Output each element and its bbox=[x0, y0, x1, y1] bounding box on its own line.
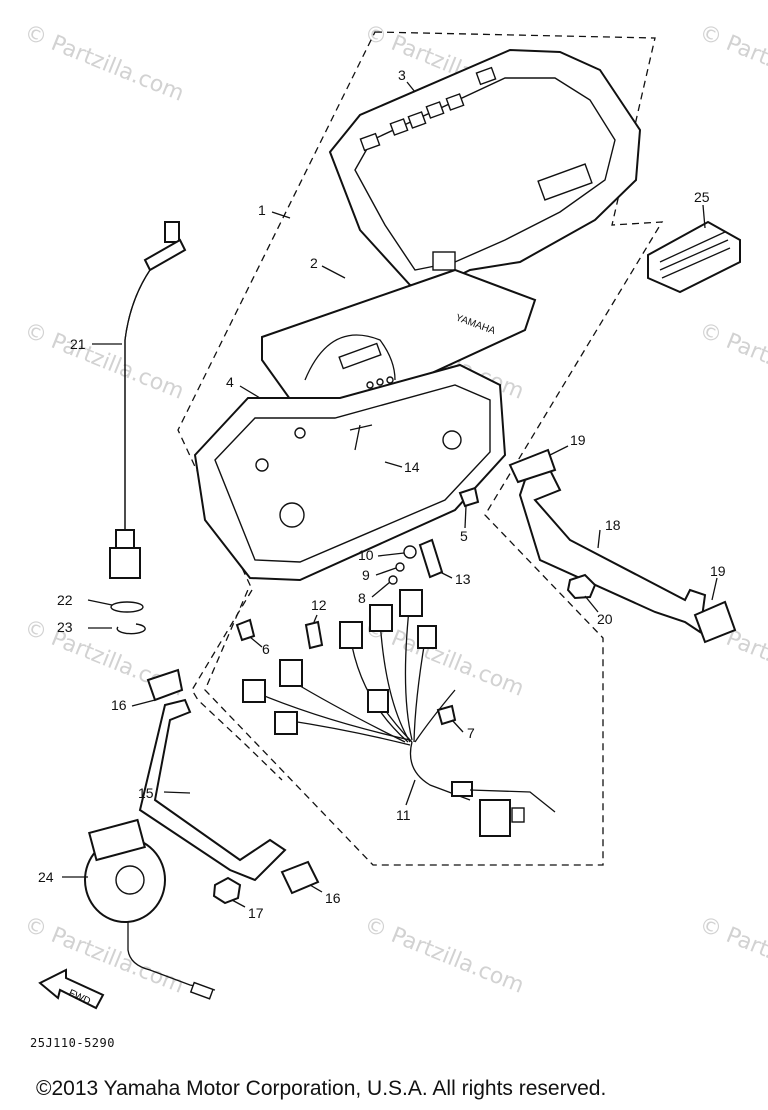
nut bbox=[212, 876, 242, 905]
wiring-harness bbox=[242, 589, 556, 837]
callout-8: 8 bbox=[358, 590, 366, 606]
callout-7: 7 bbox=[467, 725, 475, 741]
nut bbox=[566, 573, 597, 600]
callout-24: 24 bbox=[38, 869, 54, 885]
callout-12: 12 bbox=[311, 597, 327, 613]
circlip bbox=[116, 623, 146, 635]
leader-lines bbox=[62, 81, 718, 908]
left-bracket bbox=[138, 698, 287, 882]
terminal-bracket bbox=[418, 538, 444, 579]
callout-4: 4 bbox=[226, 374, 234, 390]
screw bbox=[458, 486, 480, 508]
callout-21: 21 bbox=[70, 336, 86, 352]
callout-11: 11 bbox=[396, 807, 411, 823]
callout-22: 22 bbox=[57, 592, 73, 608]
callout-20: 20 bbox=[597, 611, 613, 627]
buzzer-unit bbox=[84, 818, 216, 1000]
callout-17: 17 bbox=[248, 905, 264, 921]
washer bbox=[403, 545, 417, 559]
bulb bbox=[304, 620, 324, 650]
callout-14: 14 bbox=[404, 459, 420, 475]
meter-face-panel: YAMAHA bbox=[261, 268, 537, 421]
forward-direction-arrow: FWD bbox=[38, 968, 105, 1010]
assembly-outline-left bbox=[191, 589, 283, 781]
screw bbox=[235, 618, 256, 642]
callout-5: 5 bbox=[460, 528, 468, 544]
callout-3: 3 bbox=[398, 67, 406, 83]
callout-9: 9 bbox=[362, 567, 370, 583]
diagram-code: 25J110-5290 bbox=[30, 1036, 115, 1050]
meter-case-top bbox=[328, 48, 642, 292]
callout-16a: 16 bbox=[111, 697, 127, 713]
washer bbox=[388, 575, 398, 585]
callout-19a: 19 bbox=[570, 432, 586, 448]
callout-2: 2 bbox=[310, 255, 318, 271]
damper-rubber bbox=[146, 668, 184, 702]
callout-23: 23 bbox=[57, 619, 73, 635]
label-sticker bbox=[647, 220, 741, 294]
damper-rubber bbox=[693, 600, 737, 644]
callout-1: 1 bbox=[258, 202, 266, 218]
callout-15: 15 bbox=[138, 785, 154, 801]
callout-18: 18 bbox=[605, 517, 621, 533]
speedometer-cable bbox=[109, 221, 187, 579]
screw bbox=[436, 704, 457, 726]
callout-13: 13 bbox=[455, 571, 471, 587]
right-bracket bbox=[518, 468, 707, 634]
damper-rubber bbox=[280, 860, 320, 895]
washer-ring bbox=[110, 601, 144, 613]
washer bbox=[395, 562, 405, 572]
callouts: 1 2 3 4 5 6 7 8 9 10 11 12 13 14 15 16 1… bbox=[38, 67, 726, 921]
damper-rubber bbox=[508, 448, 557, 484]
callout-16b: 16 bbox=[325, 890, 341, 906]
callout-25: 25 bbox=[694, 189, 710, 205]
copyright-notice: ©2013 Yamaha Motor Corporation, U.S.A. A… bbox=[36, 1077, 607, 1100]
meter-housing bbox=[193, 363, 507, 582]
callout-10: 10 bbox=[358, 547, 374, 563]
callout-19b: 19 bbox=[710, 563, 726, 579]
callout-6: 6 bbox=[262, 641, 270, 657]
